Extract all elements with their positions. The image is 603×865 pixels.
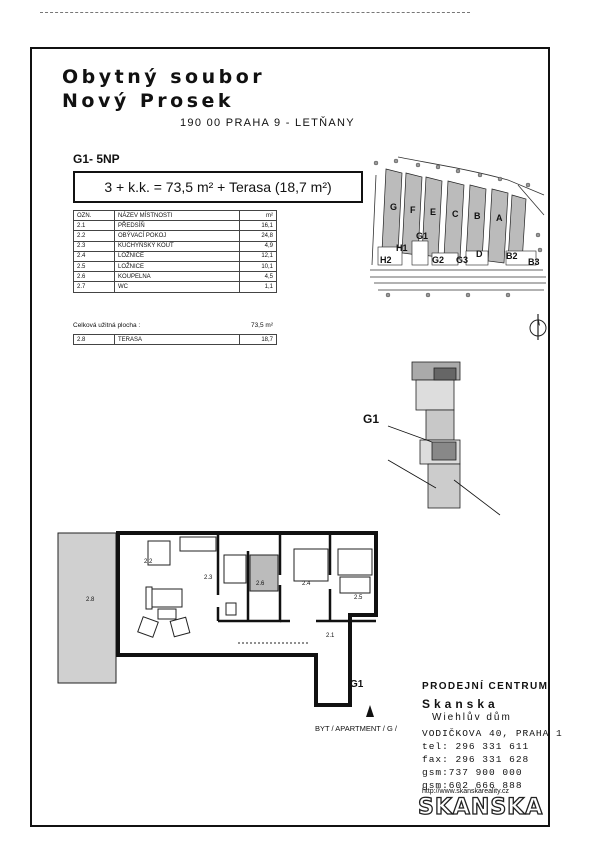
room-label: 2.1 xyxy=(326,633,335,639)
room-name: LOŽNICE xyxy=(114,260,240,273)
room-name: PŘEDSÍŇ xyxy=(114,220,240,232)
site-label: B xyxy=(474,211,481,221)
site-label: G1 xyxy=(416,231,428,241)
room-area: 18,7 xyxy=(239,334,277,345)
company-name: Skanska xyxy=(422,697,499,711)
room-name: WC xyxy=(114,281,240,293)
apartment-label: BYT / APARTMENT / G / xyxy=(315,724,397,733)
skanska-logo: SKANSKA xyxy=(417,794,544,820)
room-code: 2.3 xyxy=(73,240,115,252)
room-code: 2.5 xyxy=(73,260,115,273)
phone: tel: 296 331 611 xyxy=(422,741,530,752)
website-link[interactable]: http://www.skanskareality.cz xyxy=(422,788,510,795)
room-code: 2.2 xyxy=(73,230,115,242)
room-code: 2.8 xyxy=(73,334,115,345)
room-name: KOUPELNA xyxy=(114,271,240,283)
room-code: 2.7 xyxy=(73,281,115,293)
total-area-row: Celková užitná plocha : 73,5 m² xyxy=(73,322,277,329)
site-label: G xyxy=(390,202,397,212)
street-address: VODIČKOVA 40, PRAHA 1 xyxy=(422,728,563,739)
sales-center-label: PRODEJNÍ CENTRUM xyxy=(422,681,549,692)
table-header: OZN. xyxy=(73,209,115,222)
room-area: 16,1 xyxy=(239,220,277,232)
gsm-2: gsm:602 666 888 xyxy=(422,780,523,791)
room-label: 2.5 xyxy=(354,595,363,601)
room-area: 1,1 xyxy=(239,281,277,293)
floor-tag: G1 xyxy=(350,679,364,690)
site-label: G3 xyxy=(456,255,468,265)
room-name: LOŽNICE xyxy=(114,250,240,262)
building-name: Wiehlův dům xyxy=(432,712,512,723)
table-header: m² xyxy=(239,209,277,222)
site-label: C xyxy=(452,209,459,219)
room-label: 2.8 xyxy=(86,597,95,603)
room-area: 12,1 xyxy=(239,250,277,262)
scan-top-line xyxy=(40,12,470,13)
room-name: OBÝVACÍ POKOJ xyxy=(114,230,240,242)
unit-code: G1- 5NP xyxy=(73,152,120,166)
site-plan: G F E C B A H1 H2 G1 G2 G3 B2 B3 D xyxy=(370,156,546,298)
sheet-frame xyxy=(30,47,550,827)
room-name: KUCHYŇSKÝ KOUT xyxy=(114,240,240,252)
site-label: D xyxy=(476,249,483,259)
table-header: NÁZEV MÍSTNOSTI xyxy=(114,209,240,222)
room-code: 2.4 xyxy=(73,250,115,262)
fax: fax: 296 331 628 xyxy=(422,754,530,765)
room-name: TERASA xyxy=(114,334,240,345)
site-label: A xyxy=(496,213,503,223)
room-label: 2.3 xyxy=(204,575,213,581)
room-area: 4,9 xyxy=(239,240,277,252)
building-key-plan xyxy=(387,361,501,516)
room-label: 2.6 xyxy=(256,581,265,587)
table-header-row: OZN. NÁZEV MÍSTNOSTI m² xyxy=(73,209,277,222)
site-label: H2 xyxy=(380,255,392,265)
gsm-1: gsm:737 900 000 xyxy=(422,767,523,778)
unit-summary: 3 + k.k. = 73,5 m² + Terasa (18,7 m²) xyxy=(73,171,363,203)
room-label: 2.4 xyxy=(302,581,311,587)
site-label: B3 xyxy=(528,257,540,267)
room-area: 24,8 xyxy=(239,230,277,242)
floor-plan: 2.8 2.2 2.3 2.6 2.4 2.5 2.1 G1 xyxy=(57,531,378,717)
room-area: 10,1 xyxy=(239,260,277,273)
site-label: B2 xyxy=(506,251,518,261)
site-label: H1 xyxy=(396,243,408,253)
site-label: F xyxy=(410,205,416,215)
building-label: G1 xyxy=(363,412,380,426)
room-code: 2.6 xyxy=(73,271,115,283)
total-area-value: 73,5 m² xyxy=(250,322,273,329)
site-label: G2 xyxy=(432,255,444,265)
project-title-line1: Obytný soubor xyxy=(62,66,266,88)
project-title-line2: Nový Prosek xyxy=(62,90,235,112)
north-arrow-icon xyxy=(529,314,547,340)
total-area-label: Celková užitná plocha : xyxy=(73,322,141,329)
room-label: 2.2 xyxy=(144,559,153,565)
room-area: 4,5 xyxy=(239,271,277,283)
project-address: 190 00 PRAHA 9 - LETŇANY xyxy=(180,117,355,129)
room-code: 2.1 xyxy=(73,220,115,232)
site-label: E xyxy=(430,207,436,217)
